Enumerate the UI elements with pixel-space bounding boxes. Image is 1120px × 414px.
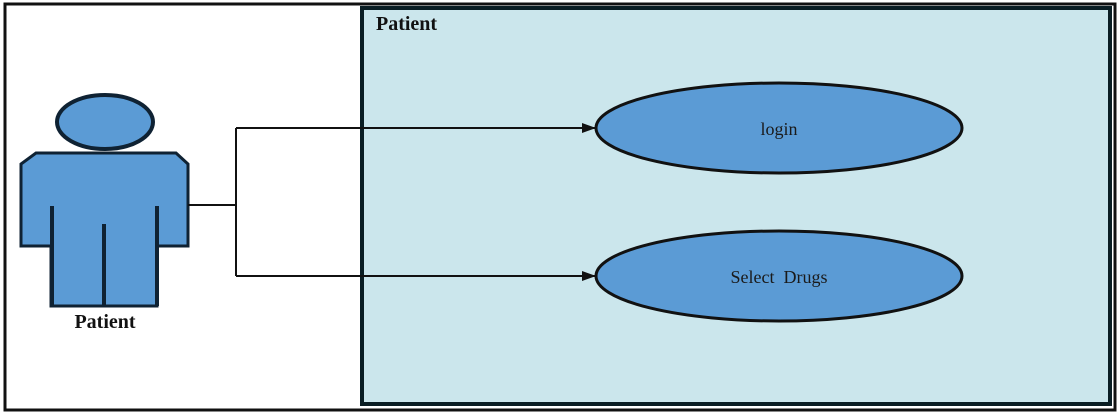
use-case-select-drugs: Select Drugs bbox=[594, 229, 964, 323]
use-case-login-label: login bbox=[760, 119, 797, 139]
use-case-select-drugs-label: Select Drugs bbox=[731, 267, 828, 287]
actor-head bbox=[55, 93, 155, 151]
system-boundary: Patient bbox=[360, 6, 1112, 406]
system-boundary-box bbox=[360, 6, 1112, 406]
use-case-select-drugs-ellipse bbox=[594, 229, 964, 323]
use-case-login: login bbox=[594, 81, 964, 175]
connectors bbox=[188, 123, 596, 281]
actor-label: Patient bbox=[74, 311, 135, 333]
actor-patient: Patient bbox=[19, 93, 190, 333]
system-boundary-title: Patient bbox=[376, 13, 437, 35]
use-case-login-ellipse bbox=[594, 81, 964, 175]
person-icon bbox=[19, 93, 190, 308]
